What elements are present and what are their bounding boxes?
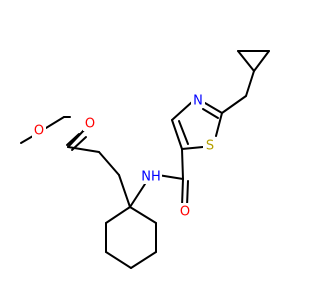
bond-thz-s1-c5 xyxy=(181,146,204,150)
bond-thz-c2-s1 xyxy=(215,112,223,137)
bond-ch2-cq xyxy=(118,174,131,208)
bond-thz-n3-c2-b xyxy=(202,108,219,119)
bond-ring-4 xyxy=(130,251,157,269)
atom-ester-carbonyl-oxygen: O xyxy=(83,115,97,132)
bond-amide-carbonyl-a xyxy=(181,178,184,207)
amide-oxygen-label: O xyxy=(180,205,190,220)
bond-amide-thiazole xyxy=(181,148,184,180)
bond-thz-n3-c2-a xyxy=(204,102,223,114)
bond-methyl-o xyxy=(20,135,34,144)
bond-cq-nh xyxy=(129,183,146,208)
bond-thz-c5-c4 xyxy=(171,119,183,150)
bond-ester-c-o xyxy=(67,127,87,148)
bond-ester-ch2 xyxy=(67,146,100,153)
atom-methoxy-oxygen: O xyxy=(32,122,46,139)
bond-thz-c4-n3 xyxy=(171,101,193,121)
atom-amide-oxygen: O xyxy=(178,203,192,220)
amide-nitrogen-label: NH xyxy=(141,170,161,185)
thiazole-nitrogen-label: N xyxy=(193,94,203,109)
methoxy-oxygen-label: O xyxy=(34,124,44,139)
bond-o-ester-carbon xyxy=(45,116,65,129)
bond-ring-3 xyxy=(105,251,132,269)
bond-c2-ch2 xyxy=(221,95,247,114)
bond-ring-6 xyxy=(129,206,157,224)
molecule-structure: O O NH O S N xyxy=(20,50,270,269)
bond-ch2-ch2 xyxy=(98,151,120,176)
bonds xyxy=(20,50,270,269)
bond-amide-carbonyl-b xyxy=(186,180,189,207)
thiazole-sulfur-label: S xyxy=(206,139,214,154)
bond-ester-carbonyl-a xyxy=(66,133,80,146)
bond-ring-1 xyxy=(105,206,131,224)
bond-cp-1 xyxy=(237,50,255,72)
atom-thiazole-nitrogen: N xyxy=(191,92,205,109)
bond-cp-3 xyxy=(253,50,270,72)
bond-nh-amide-c xyxy=(157,174,184,180)
ester-carbonyl-oxygen-label: O xyxy=(85,117,95,132)
atom-amide-nitrogen: NH xyxy=(140,168,162,185)
structure-diagram: O O NH O S N xyxy=(20,50,270,269)
bond-thz-c5-c4-inner xyxy=(178,120,189,145)
atom-thiazole-sulfur: S xyxy=(203,137,217,154)
bond-ch2-cyclopropyl xyxy=(245,70,255,97)
atom-labels: O O NH O S N xyxy=(32,92,217,220)
